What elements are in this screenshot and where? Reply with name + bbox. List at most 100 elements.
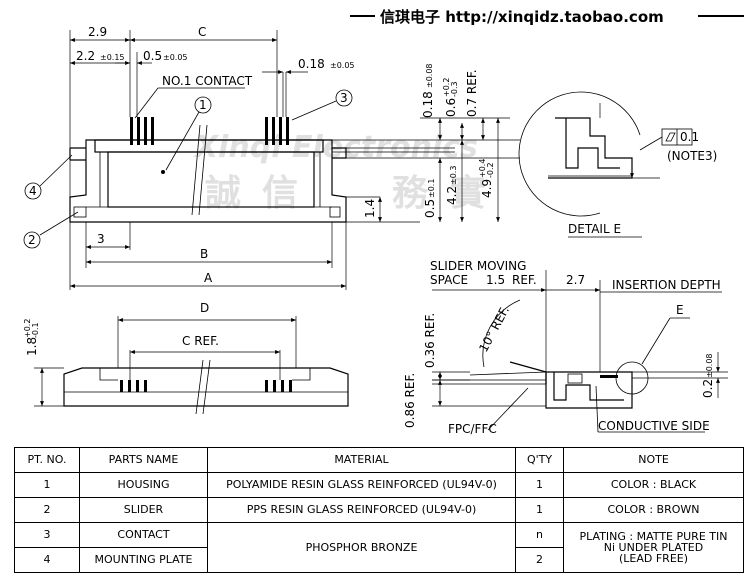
- front-body: [63, 367, 349, 407]
- dim-c: C: [198, 25, 206, 39]
- dim-b: B: [200, 247, 208, 261]
- dim-v-4-2: 4.2: [445, 186, 459, 205]
- top-view: [69, 117, 520, 223]
- dim-0-5-tol: ±0.05: [163, 53, 188, 62]
- watermark-cjk-1: 誠: [205, 173, 241, 214]
- dim-v-0-18-tol: ±0.08: [425, 63, 434, 88]
- detail-e: 0.1 (NOTE3) DETAIL E: [518, 91, 717, 238]
- cell-qty: 1: [515, 472, 564, 498]
- section-housing: [545, 371, 633, 409]
- table-row: 1 HOUSING POLYAMIDE RESIN GLASS REINFORC…: [14, 472, 744, 498]
- dim-2-2-tol: ±0.15: [100, 53, 125, 62]
- dim-a: A: [204, 271, 213, 285]
- dim-v-4-9-tol-bot: -0.2: [486, 162, 495, 178]
- table-row: 4 MOUNTING PLATE 2: [14, 547, 744, 573]
- dim-h-1-8-tol-top: +0.2: [23, 319, 32, 338]
- cell-note: PLATING : MATTE PURE TIN Ni UNDER PLATED…: [563, 522, 744, 573]
- cell-pt-no: 2: [14, 497, 80, 523]
- dim-10-deg: 10° REF.: [476, 304, 512, 355]
- table-row: 3 CONTACT PHOSPHOR BRONZE n PLATING : MA…: [14, 522, 744, 573]
- callout-3: 3: [340, 91, 348, 105]
- detail-e-note: (NOTE3): [667, 149, 717, 163]
- dim-0-2: 0.2: [701, 379, 715, 398]
- top-view-callouts: 1 3 4 2 NO.1 CONTACT: [23, 74, 353, 249]
- detail-e-label: DETAIL E: [568, 222, 621, 236]
- watermark: Xinqi Electronics 誠 信 務 實: [193, 130, 486, 214]
- dim-v-0-5-tol: ±0.1: [427, 179, 436, 198]
- callout-circle-1: [194, 96, 212, 114]
- callout-4: 4: [29, 184, 37, 198]
- col-material: MATERIAL: [207, 447, 516, 473]
- mounting-tab-left: [69, 147, 86, 161]
- callout-circle-4: [24, 182, 42, 200]
- cell-material: POLYAMIDE RESIN GLASS REINFORCED (UL94V-…: [207, 472, 516, 498]
- header-rule-right: [698, 15, 744, 17]
- watermark-cjk-4: 實: [450, 172, 486, 214]
- col-parts-name: PARTS NAME: [79, 447, 208, 473]
- flatness-icon: [665, 132, 676, 142]
- callout-circle-3: [335, 89, 353, 107]
- cell-note: COLOR : BLACK: [563, 472, 744, 498]
- table-row: 2 SLIDER PPS RESIN GLASS REINFORCED (UL9…: [14, 497, 744, 523]
- cell-pt-no: 1: [14, 472, 80, 498]
- header-title: 信琪电子 http://xinqidz.taobao.com: [380, 8, 664, 26]
- no1-contact-label: NO.1 CONTACT: [162, 74, 253, 88]
- dim-2-2: 2.2: [76, 49, 95, 63]
- dim-v-1-4: 1.4: [363, 199, 377, 218]
- dim-v-4-9: 4.9: [480, 179, 494, 198]
- dim-v-0-18: 0.18: [421, 91, 435, 118]
- dim-0-5: 0.5: [143, 49, 162, 63]
- contacts-left: [130, 117, 154, 145]
- conductive-side-label: CONDUCTIVE SIDE: [598, 419, 710, 433]
- cell-parts-name: SLIDER: [79, 497, 208, 523]
- dim-0-86: 0.86 REF.: [403, 373, 417, 428]
- header-rule-left: [350, 15, 375, 17]
- cell-pt-no: 3: [14, 522, 80, 548]
- fpc-ffc-label: FPC/FFC: [448, 422, 497, 436]
- dim-v-0-6-tol-bot: -0.3: [450, 81, 459, 97]
- top-view-dimensions: 2.9 C 2.2 ±0.15 0.5 ±0.05 0.18 ±0.05 3 B…: [69, 25, 355, 290]
- dim-0-2-tol: ±0.08: [705, 353, 714, 378]
- cell-pt-no: 4: [14, 547, 80, 573]
- section-view: SLIDER MOVING SPACE 1.5 REF. 2.7 INSERTI…: [403, 259, 728, 436]
- break-lines-top: [191, 124, 208, 216]
- table-header-row: PT. NO. PARTS NAME MATERIAL Q'TY NOTE: [14, 447, 744, 473]
- dim-d: D: [200, 301, 209, 315]
- cell-qty: 2: [515, 547, 564, 573]
- watermark-cjk-2: 信: [262, 173, 298, 214]
- slider-moving-label: SLIDER MOVING: [430, 259, 526, 273]
- dim-v-0-6: 0.6: [444, 98, 458, 117]
- dim-2-9: 2.9: [88, 25, 107, 39]
- detail-e-flatness: 0.1: [680, 130, 699, 144]
- callout-circle-2: [23, 231, 41, 249]
- insertion-depth-label: INSERTION DEPTH: [612, 278, 721, 292]
- dim-0-18-tol: ±0.05: [330, 61, 355, 70]
- cell-qty: n: [515, 522, 564, 548]
- cell-parts-name: CONTACT: [79, 522, 208, 548]
- front-view: D C REF. 1.8 +0.2 -0.1: [23, 301, 349, 415]
- dim-c-ref: C REF.: [182, 334, 219, 348]
- col-note: NOTE: [563, 447, 744, 473]
- dim-v-0-7: 0.7 REF.: [465, 69, 479, 117]
- dim-1-5: 1.5: [486, 273, 505, 287]
- col-qty: Q'TY: [515, 447, 564, 473]
- cell-material: PPS RESIN GLASS REINFORCED (UL94V-0): [207, 497, 516, 523]
- cell-parts-name: HOUSING: [79, 472, 208, 498]
- dim-v-0-6-tol-top: +0.2: [442, 78, 451, 97]
- dim-h-1-8: 1.8: [25, 337, 39, 356]
- dim-2-7: 2.7: [566, 273, 585, 287]
- callout-2: 2: [28, 233, 36, 247]
- dim-3: 3: [97, 232, 105, 246]
- cell-parts-name: MOUNTING PLATE: [79, 547, 208, 573]
- col-pt-no: PT. NO.: [14, 447, 80, 473]
- dim-0-18: 0.18: [298, 57, 325, 71]
- cell-note: COLOR : BROWN: [563, 497, 744, 523]
- space-label: SPACE: [430, 273, 468, 287]
- e-label: E: [676, 303, 684, 317]
- side-dimensions: 0.18 ±0.08 0.6 +0.2 -0.3 0.7 REF. 0.5 ±0…: [363, 63, 510, 222]
- dim-h-1-8-tol-bot: -0.1: [31, 322, 40, 338]
- dim-v-0-5: 0.5: [423, 199, 437, 218]
- parts-table: PT. NO. PARTS NAME MATERIAL Q'TY NOTE 1 …: [14, 447, 744, 573]
- callout-1: 1: [199, 98, 207, 112]
- watermark-cjk-3: 務: [392, 173, 429, 214]
